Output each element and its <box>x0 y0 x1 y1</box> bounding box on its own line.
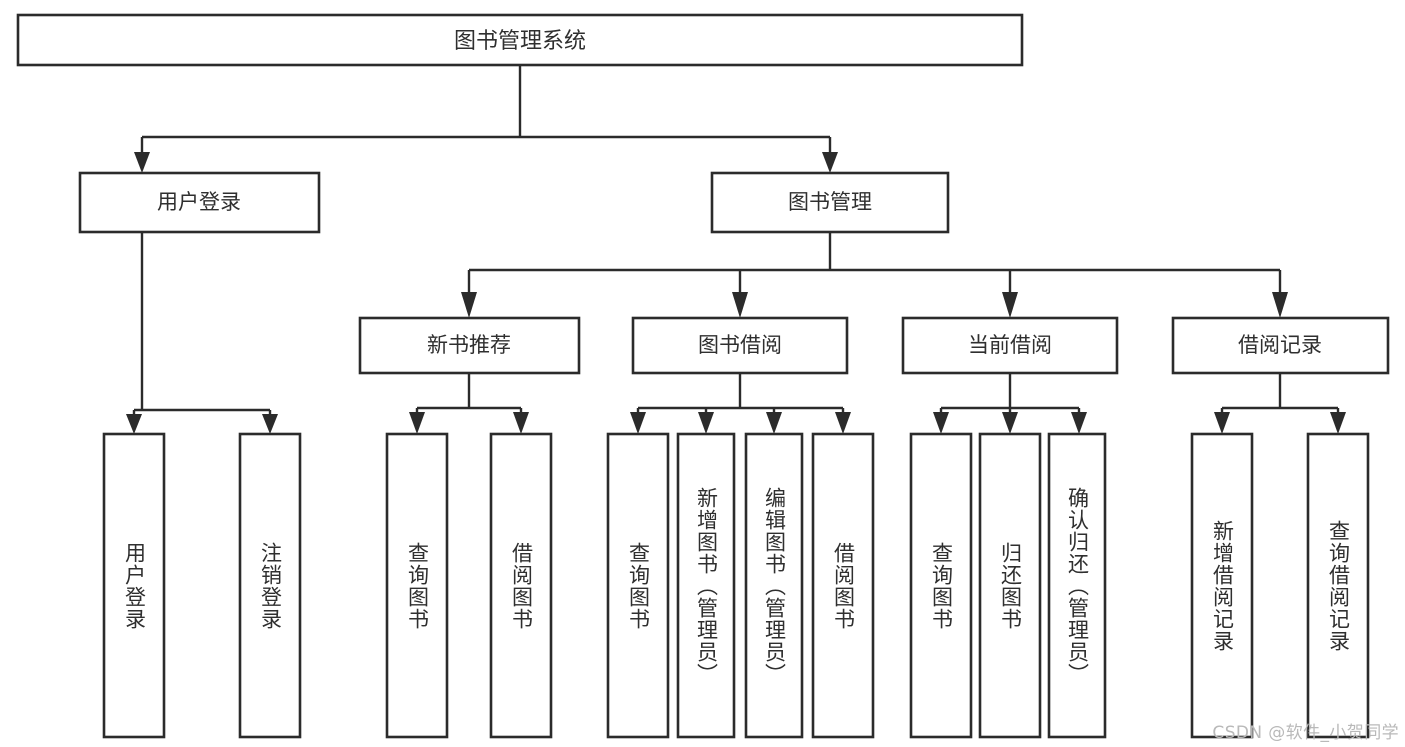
node-book-borrow-rect[interactable] <box>631 316 849 375</box>
node-leaf-13-rect[interactable] <box>1306 432 1370 739</box>
arrowhead-user-login <box>134 152 150 173</box>
node-borrow-record[interactable]: 借阅记录 <box>1171 316 1390 375</box>
node-current-borrow-rect[interactable] <box>901 316 1119 375</box>
node-borrow-record-rect[interactable] <box>1171 316 1390 375</box>
node-root-label: 图书管理系统 <box>454 29 586 54</box>
node-leaf-1-rect[interactable] <box>102 432 166 739</box>
arrowhead-leaf-2 <box>262 414 278 434</box>
arrowhead-leaf-13 <box>1330 412 1346 434</box>
node-root-rect[interactable] <box>16 13 1024 67</box>
node-book-borrow[interactable]: 图书借阅 <box>631 316 849 375</box>
edge-group-new-book <box>409 373 529 434</box>
node-current-borrow[interactable]: 当前借阅 <box>901 316 1119 375</box>
node-new-book-rect[interactable] <box>358 316 581 375</box>
node-current-borrow-label: 当前借阅 <box>968 333 1052 357</box>
arrowhead-leaf-11 <box>1071 412 1087 434</box>
node-new-book[interactable]: 新书推荐 <box>358 316 581 375</box>
node-book-manage[interactable]: 图书管理 <box>710 171 950 234</box>
arrowhead-borrow-record <box>1272 292 1288 318</box>
node-leaf-2-rect[interactable] <box>238 432 302 739</box>
node-user-login-rect[interactable] <box>78 171 321 234</box>
arrowhead-leaf-4 <box>513 412 529 434</box>
arrowhead-leaf-1 <box>126 414 142 434</box>
node-leaf-6-rect[interactable] <box>676 432 736 739</box>
arrowhead-leaf-7 <box>766 412 782 434</box>
arrowhead-leaf-8 <box>835 412 851 434</box>
arrowhead-current-borrow <box>1002 292 1018 318</box>
arrowhead-book-manage <box>822 152 838 173</box>
edge-group-root <box>134 65 838 173</box>
node-leaf-9-rect[interactable] <box>909 432 973 739</box>
edge-group-borrow-record <box>1214 373 1346 434</box>
arrowhead-leaf-12 <box>1214 412 1230 434</box>
node-leaf-8-rect[interactable] <box>811 432 875 739</box>
node-leaf-group <box>102 432 1370 739</box>
node-book-borrow-label: 图书借阅 <box>698 333 782 357</box>
arrowhead-book-borrow <box>732 292 748 318</box>
node-user-login[interactable]: 用户登录 <box>78 171 321 234</box>
edge-group-book-borrow <box>630 373 851 434</box>
node-book-manage-label: 图书管理 <box>788 190 872 214</box>
node-user-login-label: 用户登录 <box>157 190 241 214</box>
node-leaf-4-rect[interactable] <box>489 432 553 739</box>
node-leaf-12-rect[interactable] <box>1190 432 1254 739</box>
edge-group-current-borrow <box>933 373 1087 434</box>
arrowhead-leaf-9 <box>933 412 949 434</box>
node-borrow-record-label: 借阅记录 <box>1238 333 1322 357</box>
csdn-watermark: CSDN @软件_小贺同学 <box>1212 723 1399 743</box>
node-leaf-10-rect[interactable] <box>978 432 1042 739</box>
node-leaf-5-rect[interactable] <box>606 432 670 739</box>
edge-group-book-manage <box>461 232 1288 318</box>
edge-group-user-login <box>126 232 278 434</box>
arrowhead-new-book <box>461 292 477 318</box>
arrowhead-leaf-10 <box>1002 412 1018 434</box>
node-book-manage-rect[interactable] <box>710 171 950 234</box>
node-leaf-3-rect[interactable] <box>385 432 449 739</box>
arrowhead-leaf-3 <box>409 412 425 434</box>
arrowhead-leaf-6 <box>698 412 714 434</box>
node-leaf-11-rect[interactable] <box>1047 432 1107 739</box>
node-leaf-7-rect[interactable] <box>744 432 804 739</box>
node-root[interactable]: 图书管理系统 <box>16 13 1024 67</box>
arrowhead-leaf-5 <box>630 412 646 434</box>
node-new-book-label: 新书推荐 <box>427 333 511 357</box>
